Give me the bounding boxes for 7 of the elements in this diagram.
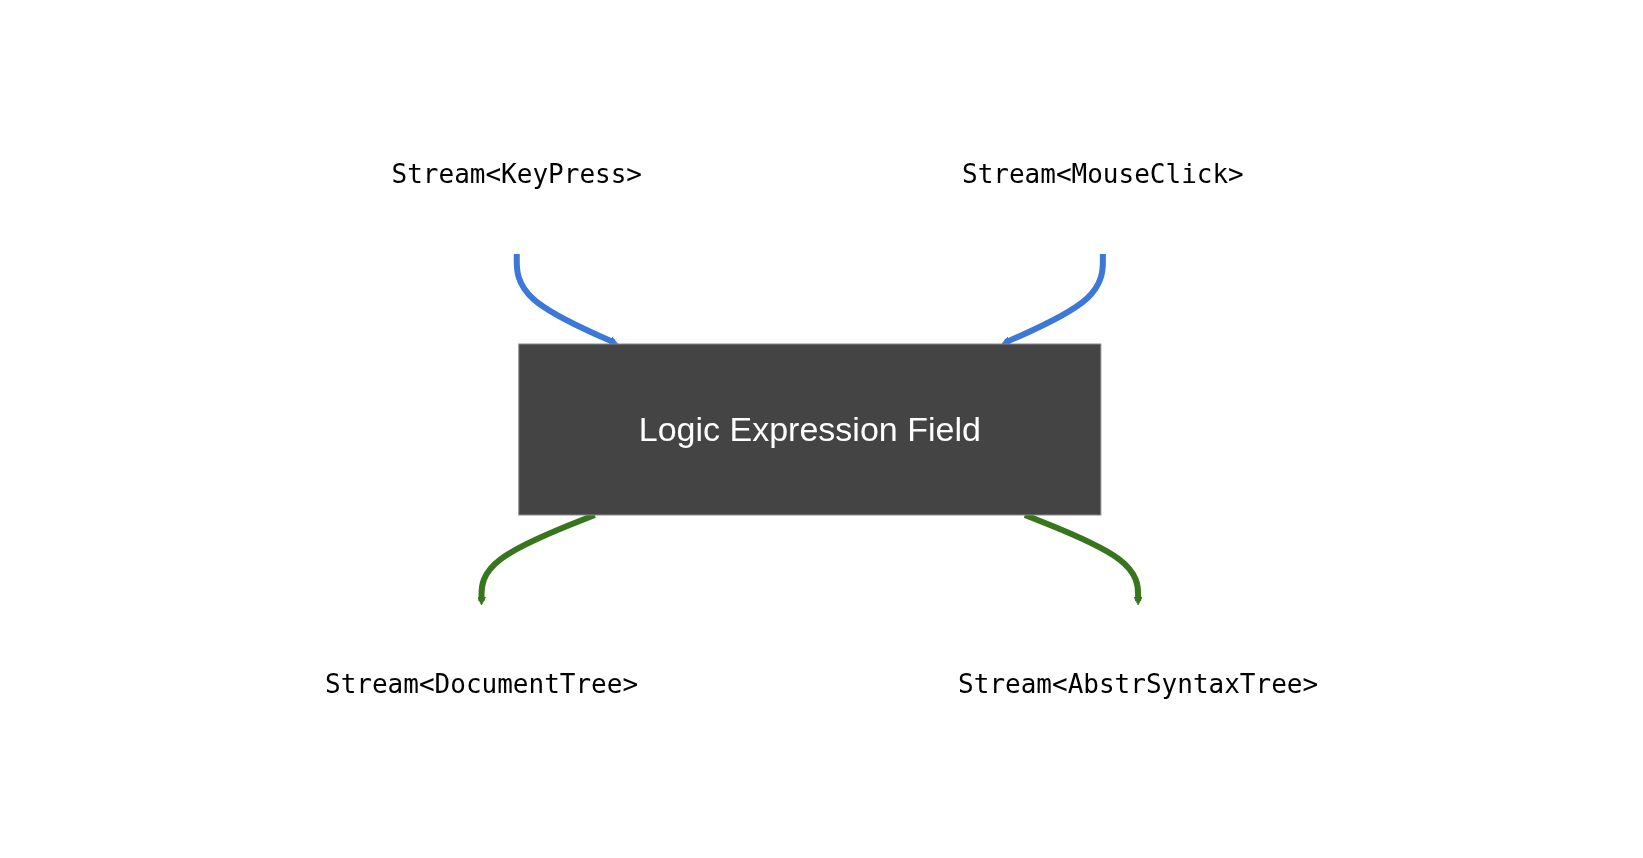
arrow (513, 253, 619, 345)
node-text: Stream<MouseClick> (961, 158, 1244, 189)
arrow (1001, 253, 1106, 345)
node-box: Logic Expression Field (518, 343, 1102, 515)
node-text: Stream<AbstrSyntaxTree> (958, 668, 1319, 699)
node-text: Stream<KeyPress> (391, 158, 642, 189)
node-text: Stream<DocumentTree> (324, 668, 639, 699)
